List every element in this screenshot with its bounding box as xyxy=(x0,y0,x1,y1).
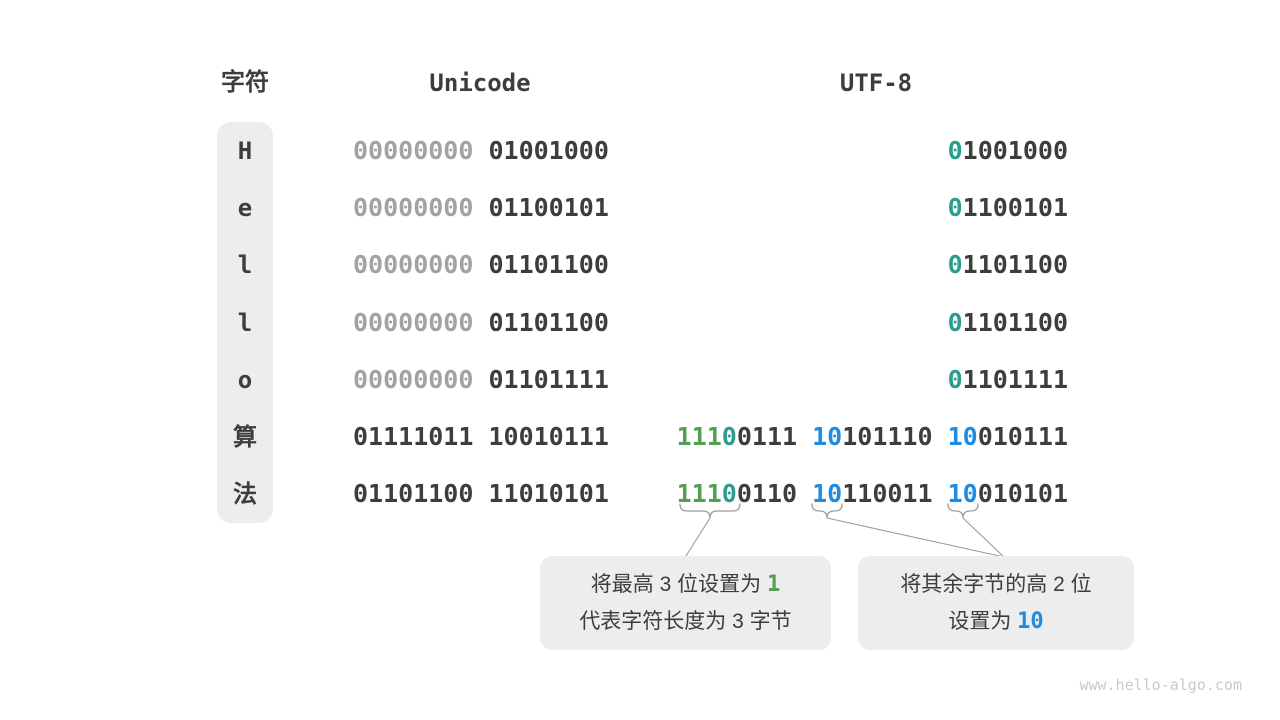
character-cell: l xyxy=(237,308,253,337)
utf8-bits: 11100110 10110011 10010101 xyxy=(677,466,1068,522)
unicode-bits: 00000000 01100101 xyxy=(353,180,609,236)
callout-text-line: 将最高 3 位设置为 1 xyxy=(540,566,831,603)
utf8-bits: 01100101 xyxy=(948,180,1068,236)
char-column-background xyxy=(217,122,273,523)
text-segment: 01001000 xyxy=(473,135,609,165)
text-segment: 010101 xyxy=(977,479,1068,509)
encoding-row: o 00000000 01101111 01101111 xyxy=(0,352,1280,408)
text-segment: 01111011 10010111 xyxy=(353,422,609,452)
character-cell: H xyxy=(237,136,253,165)
column-header-character: 字符 xyxy=(221,69,269,96)
encoding-row: 法 01101100 11010101 11100110 10110011 10… xyxy=(0,466,1280,522)
text-segment: 1100101 xyxy=(962,192,1068,222)
text-segment: 00000000 xyxy=(353,135,474,165)
text-segment: 01101100 xyxy=(473,307,609,337)
text-segment: 10 xyxy=(1017,609,1044,634)
unicode-bits: 01101100 11010101 xyxy=(353,466,609,522)
connector-line-byte2 xyxy=(826,517,1005,558)
encoding-row: l 00000000 01101100 01101100 xyxy=(0,295,1280,351)
text-segment: 10 xyxy=(812,479,843,509)
column-header-utf8: UTF-8 xyxy=(839,69,913,97)
text-segment: 将最高 3 位设置为 xyxy=(590,573,767,596)
callout-text-line: 将其余字节的高 2 位 xyxy=(858,566,1134,603)
unicode-bits: 00000000 01101100 xyxy=(353,237,609,293)
text-segment: 00000000 xyxy=(353,307,474,337)
text-segment: 111 xyxy=(676,422,722,452)
text-segment: 0 xyxy=(947,192,963,222)
encoding-row: l 00000000 01101100 01101100 xyxy=(0,237,1280,293)
text-segment: 1101100 xyxy=(962,307,1068,337)
text-segment: 0110 xyxy=(736,479,813,509)
text-segment: 0111 xyxy=(736,422,813,452)
text-segment: 111 xyxy=(676,479,722,509)
text-segment: 0 xyxy=(721,422,737,452)
callout-text-line: 代表字符长度为 3 字节 xyxy=(540,603,831,640)
character-cell: o xyxy=(237,365,253,394)
text-segment: 1101111 xyxy=(962,364,1068,394)
character-cell: 法 xyxy=(233,480,257,509)
encoding-row: e 00000000 01100101 01100101 xyxy=(0,180,1280,236)
text-segment: 将其余字节的高 2 位 xyxy=(900,573,1092,596)
text-segment: 10 xyxy=(947,479,978,509)
text-segment: 01100101 xyxy=(473,192,609,222)
character-cell: e xyxy=(237,193,253,222)
utf8-bits: 11100111 10101110 10010111 xyxy=(677,409,1068,465)
utf8-bits: 01001000 xyxy=(948,123,1068,179)
text-segment: 00000000 xyxy=(353,192,474,222)
utf8-bits: 01101100 xyxy=(948,237,1068,293)
unicode-bits: 00000000 01001000 xyxy=(353,123,609,179)
text-segment: 1101100 xyxy=(962,250,1068,280)
text-segment: 110011 xyxy=(842,479,948,509)
callout-text-line: 设置为 10 xyxy=(858,603,1134,640)
character-cell: 算 xyxy=(233,423,257,452)
text-segment: 0 xyxy=(947,135,963,165)
text-segment: 10 xyxy=(812,422,843,452)
text-segment: 101110 xyxy=(842,422,948,452)
character-cell: l xyxy=(237,251,253,280)
column-header-unicode: Unicode xyxy=(429,69,531,97)
text-segment: 设置为 xyxy=(948,610,1018,633)
text-segment: 01101100 11010101 xyxy=(353,479,609,509)
text-segment: 0 xyxy=(947,250,963,280)
text-segment: 0 xyxy=(721,479,737,509)
unicode-bits: 00000000 01101111 xyxy=(353,352,609,408)
text-segment: 01101111 xyxy=(473,364,609,394)
text-segment: 代表字符长度为 3 字节 xyxy=(579,610,792,633)
utf8-bits: 01101100 xyxy=(948,295,1068,351)
utf8-bits: 01101111 xyxy=(948,352,1068,408)
text-segment: 0 xyxy=(947,307,963,337)
watermark: www.hello-algo.com xyxy=(1079,676,1242,694)
text-segment: 00000000 xyxy=(353,250,474,280)
connector-line-leading xyxy=(685,517,711,557)
callout-leading-bits: 将最高 3 位设置为 1 代表字符长度为 3 字节 xyxy=(540,556,831,650)
callout-continuation-bits: 将其余字节的高 2 位 设置为 10 xyxy=(858,556,1134,650)
text-segment: 1 xyxy=(766,572,781,597)
unicode-bits: 01111011 10010111 xyxy=(353,409,609,465)
encoding-row: H 00000000 01001000 01001000 xyxy=(0,123,1280,179)
text-segment: 01101100 xyxy=(473,250,609,280)
encoding-row: 算 01111011 10010111 11100111 10101110 10… xyxy=(0,409,1280,465)
text-segment: 010111 xyxy=(977,422,1068,452)
text-segment: 1001000 xyxy=(962,135,1068,165)
text-segment: 10 xyxy=(947,422,978,452)
text-segment: 0 xyxy=(947,364,963,394)
unicode-bits: 00000000 01101100 xyxy=(353,295,609,351)
text-segment: 00000000 xyxy=(353,364,474,394)
connector-line-byte3 xyxy=(962,517,1005,558)
